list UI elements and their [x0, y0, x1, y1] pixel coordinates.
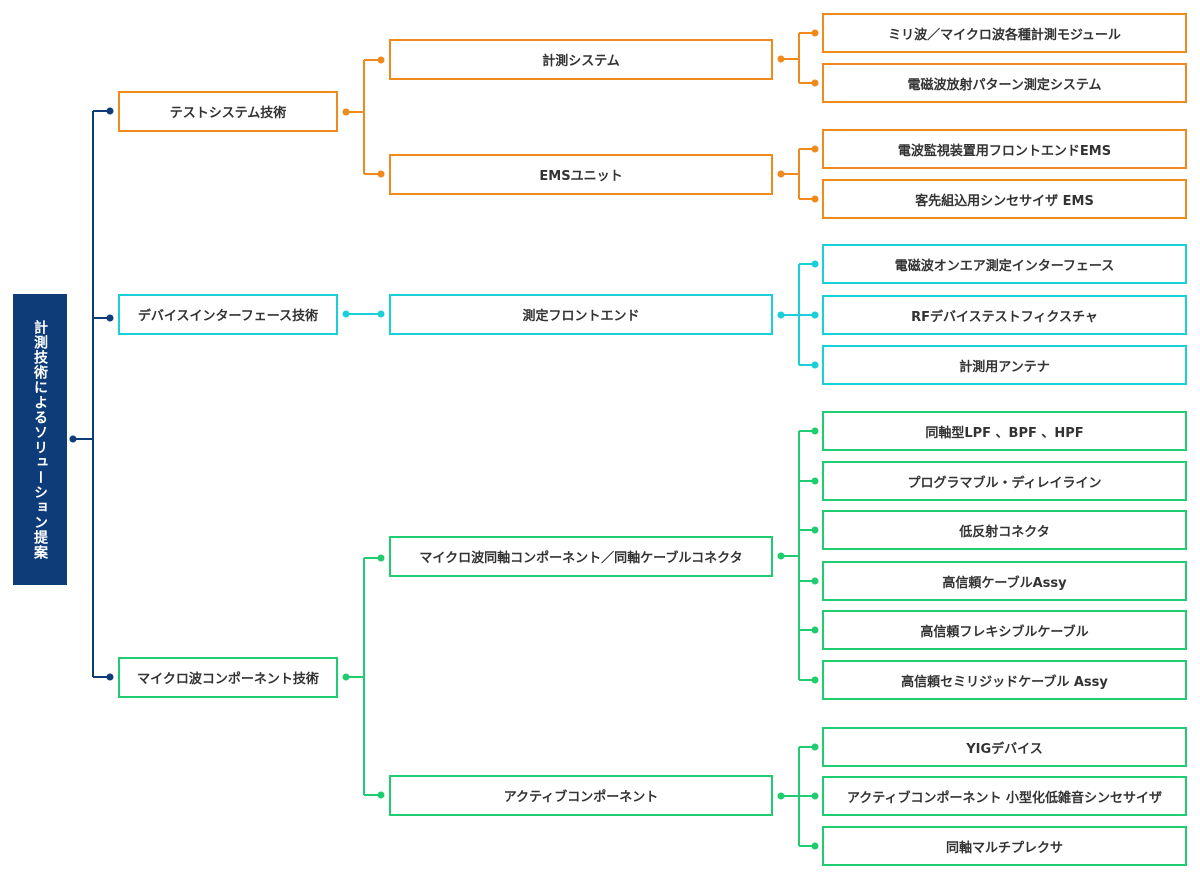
category-microwave-component: マイクロ波コンポーネント技術 — [118, 657, 338, 698]
connector-dot — [811, 260, 819, 268]
connector-dot — [811, 626, 819, 634]
connector-dot — [811, 526, 819, 534]
leaf-node: 低反射コネクタ — [822, 510, 1187, 550]
connector-dot — [106, 107, 114, 115]
connector-dot — [377, 56, 385, 64]
connector-dot — [377, 310, 385, 318]
leaf-node: YIGデバイス — [822, 727, 1187, 767]
connector-dot — [811, 577, 819, 585]
connector-dot — [811, 427, 819, 435]
connector-dot — [811, 477, 819, 485]
category-test-system: テストシステム技術 — [118, 91, 338, 132]
root-node: 計測技術によるソリューション提案 — [13, 294, 67, 585]
connector-dot — [377, 554, 385, 562]
connector-dot — [811, 676, 819, 684]
connector-dot — [377, 170, 385, 178]
leaf-node: プログラマブル・ディレイライン — [822, 461, 1187, 501]
sub-active-component: アクティブコンポーネント — [389, 775, 773, 816]
connector-dot — [811, 79, 819, 87]
leaf-node: 電磁波放射パターン測定システム — [822, 63, 1187, 103]
connector-dot — [811, 792, 819, 800]
sub-coaxial-component: マイクロ波同軸コンポーネント／同軸ケーブルコネクタ — [389, 536, 773, 577]
connector-dot — [811, 195, 819, 203]
connector-dot — [106, 673, 114, 681]
leaf-node: 高信頼ケーブルAssy — [822, 561, 1187, 601]
leaf-node: 電波監視装置用フロントエンドEMS — [822, 129, 1187, 169]
connector-dot — [811, 29, 819, 37]
connector-dot — [106, 314, 114, 322]
category-device-interface: デバイスインターフェース技術 — [118, 294, 338, 335]
connector-dot — [811, 311, 819, 319]
sub-measurement-frontend: 測定フロントエンド — [389, 294, 773, 335]
connector-dot — [377, 791, 385, 799]
connector-dot — [811, 743, 819, 751]
leaf-node: アクティブコンポーネント 小型化低雑音シンセサイザ — [822, 776, 1187, 816]
leaf-node: 同軸型LPF 、BPF 、HPF — [822, 411, 1187, 451]
leaf-node: 高信頼フレキシブルケーブル — [822, 610, 1187, 650]
leaf-node: RFデバイステストフィクスチャ — [822, 295, 1187, 335]
leaf-node: 同軸マルチプレクサ — [822, 826, 1187, 866]
connector-dot — [811, 361, 819, 369]
connector-dot — [811, 145, 819, 153]
leaf-node: 高信頼セミリジッドケーブル Assy — [822, 660, 1187, 700]
sub-ems-unit: EMSユニット — [389, 154, 773, 195]
leaf-node: 電磁波オンエア測定インターフェース — [822, 244, 1187, 284]
connector-dot — [811, 842, 819, 850]
sub-measurement-system: 計測システム — [389, 39, 773, 80]
leaf-node: 計測用アンテナ — [822, 345, 1187, 385]
leaf-node: ミリ波／マイクロ波各種計測モジュール — [822, 13, 1187, 53]
leaf-node: 客先組込用シンセサイザ EMS — [822, 179, 1187, 219]
